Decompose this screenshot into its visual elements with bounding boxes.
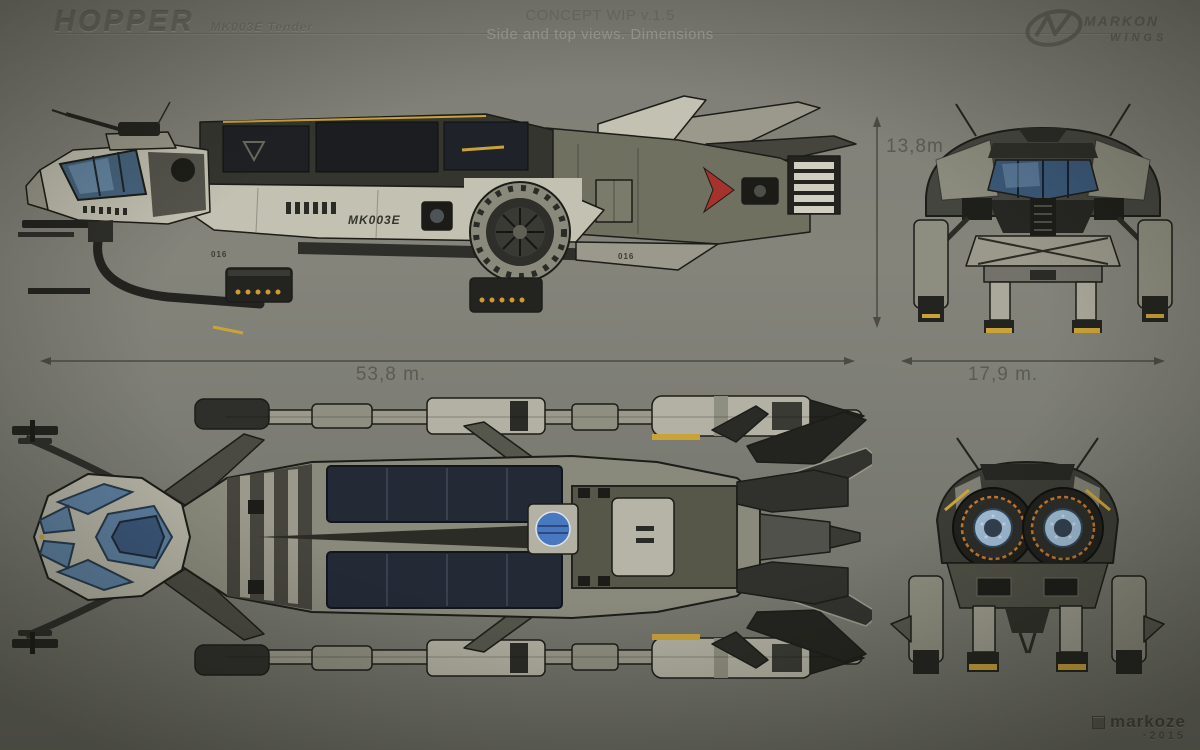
hull-number-rear: 016 <box>618 252 634 261</box>
side-view-drawing: MK003E 016 016 <box>18 95 857 335</box>
side-rear-hull <box>545 127 811 245</box>
front-upper-hull <box>925 127 1161 240</box>
page-title: HOPPER <box>54 6 195 38</box>
logo-text-line1: MARKON <box>1084 13 1159 29</box>
front-landing-legs <box>913 219 1173 333</box>
side-cockpit <box>18 101 265 309</box>
rear-landing-legs <box>890 575 1165 674</box>
header-divider <box>55 33 1145 35</box>
markon-wings-logo: MARKON WINGS <box>1025 9 1167 47</box>
top-rear-wings <box>651 405 872 669</box>
hull-number-front: 016 <box>211 250 227 259</box>
top-panel-array-lower <box>326 551 563 609</box>
wing-emblem-icon <box>1025 9 1083 47</box>
artist-name: markoze <box>1110 712 1186 731</box>
triangle-emblem-icon <box>242 141 266 163</box>
front-view-drawing <box>913 103 1173 333</box>
side-upper-hull <box>199 113 554 189</box>
concept-views-label: Side and top views. Dimensions <box>486 26 714 43</box>
length-dimension: 53,8 m. <box>40 357 855 385</box>
width-dimension: 17,9 m. <box>901 357 1165 385</box>
concept-caption: CONCEPT WIP v.1.5 Side and top views. Di… <box>0 7 1200 43</box>
top-view-drawing <box>12 395 872 679</box>
signature-logo-icon <box>1092 715 1106 729</box>
nose-guns <box>18 220 113 294</box>
red-chevron-marking <box>702 166 735 214</box>
top-panel-array-upper <box>326 465 563 523</box>
rear-engine-right <box>1022 487 1104 569</box>
roof-turret <box>51 101 177 151</box>
logo-text-line2: WINGS <box>1110 32 1167 44</box>
side-belly-pods <box>212 267 543 335</box>
width-dimension-label: 17,9 m. <box>968 364 1038 385</box>
dome-window <box>535 511 571 547</box>
top-center-module <box>527 485 738 589</box>
side-engine-exhaust <box>787 155 841 215</box>
rear-view-drawing <box>890 437 1165 674</box>
page-subtitle: MK003E Tender <box>210 20 314 34</box>
rear-lower-hull <box>946 562 1109 654</box>
front-antennas <box>955 103 1131 137</box>
top-nose-cockpit <box>33 473 191 601</box>
hull-marking-mk003e: MK003E <box>348 213 401 227</box>
title-block: HOPPER MK003E Tender <box>54 6 313 39</box>
concept-version-label: CONCEPT WIP v.1.5 <box>525 7 675 24</box>
length-dimension-label: 53,8 m. <box>356 364 426 385</box>
signature-year: ·2015 <box>1142 730 1186 742</box>
artist-signature: markoze ·2015 <box>1092 712 1186 742</box>
rear-engine-left <box>952 487 1034 569</box>
side-turbine <box>464 178 582 283</box>
